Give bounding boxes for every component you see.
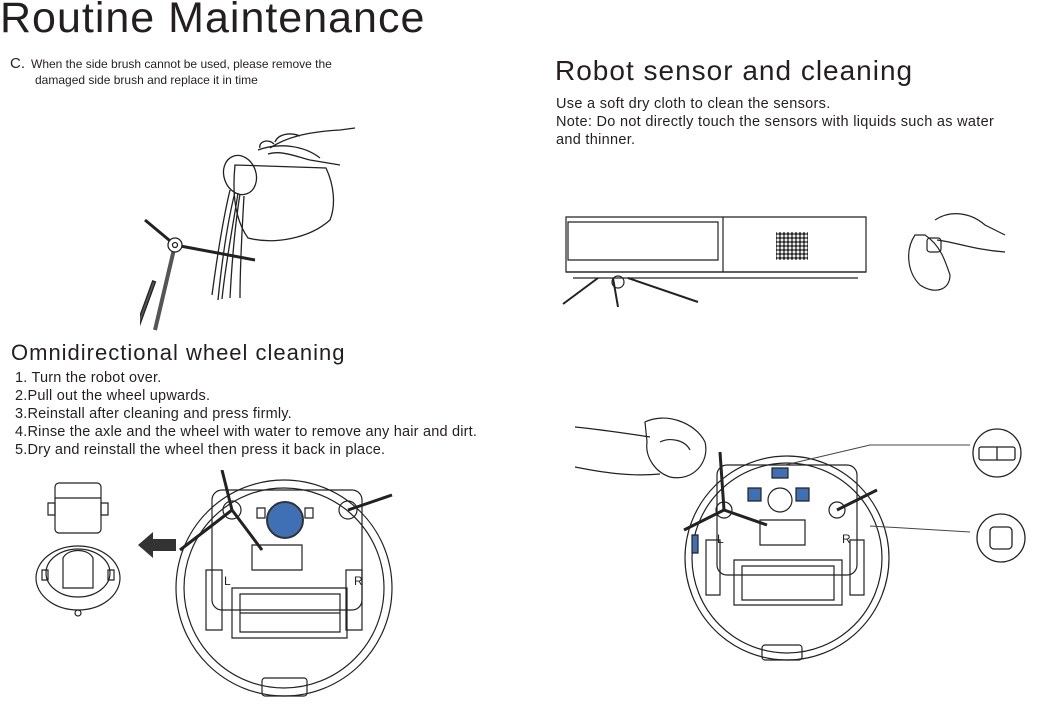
omni-steps-list: 1. Turn the robot over. 2.Pull out the w… xyxy=(15,369,477,459)
sensor-line-2: Note: Do not directly touch the sensors … xyxy=(556,114,995,130)
side-brush-note: C. When the side brush cannot be used, pl… xyxy=(10,56,332,88)
cloth-hand-icon xyxy=(895,210,1010,300)
sensor-line-1: Use a soft dry cloth to clean the sensor… xyxy=(556,96,831,112)
robot-underside-sensors-illustration: L R xyxy=(682,440,892,670)
sensor-section-title: Robot sensor and cleaning xyxy=(555,55,914,86)
page-title: Routine Maintenance xyxy=(0,0,426,42)
omni-wheel-parts-illustration xyxy=(28,478,128,628)
note-line-2: damaged side brush and replace it in tim… xyxy=(35,73,258,87)
left-label: L xyxy=(717,532,724,546)
step-item: 1. Turn the robot over. xyxy=(15,370,162,386)
robot-underside-illustration: L R xyxy=(172,470,397,704)
hand-with-cloth-illustration xyxy=(575,412,715,492)
omni-section-title: Omnidirectional wheel cleaning xyxy=(11,340,346,365)
step-item: 5.Dry and reinstall the wheel then press… xyxy=(15,442,386,458)
step-item: 3.Reinstall after cleaning and press fir… xyxy=(15,406,292,422)
side-brush-rinse-illustration xyxy=(140,120,380,340)
arrow-left-icon xyxy=(138,532,176,558)
sensor-instructions: Use a soft dry cloth to clean the sensor… xyxy=(556,95,1056,149)
sensor-callout-icons xyxy=(970,428,1030,570)
right-label: R xyxy=(842,532,851,546)
step-item: 2.Pull out the wheel upwards. xyxy=(15,388,211,404)
robot-side-view-illustration xyxy=(558,212,878,312)
sensor-line-3: and thinner. xyxy=(556,132,636,148)
callout-lines xyxy=(770,440,980,540)
right-label: R xyxy=(354,574,363,588)
note-letter: C. xyxy=(10,55,25,72)
left-label: L xyxy=(224,574,231,588)
note-line-1: When the side brush cannot be used, plea… xyxy=(31,57,332,71)
step-item: 4.Rinse the axle and the wheel with wate… xyxy=(15,424,478,440)
